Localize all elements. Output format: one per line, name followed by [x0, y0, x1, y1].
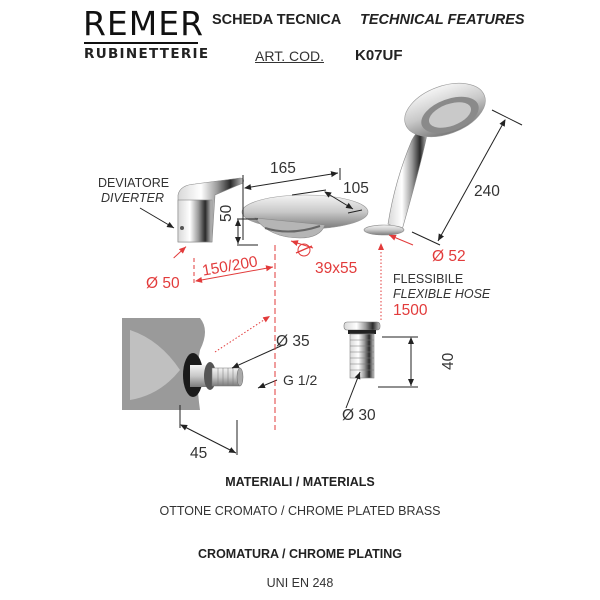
dim-holder-diameter: Ø 30 [342, 407, 376, 424]
hose-length: 1500 [393, 302, 428, 319]
dim-shower-length: 240 [474, 183, 500, 200]
article-code: K07UF [355, 47, 403, 64]
materials-value: OTTONE CROMATO / CHROME PLATED BRASS [159, 504, 441, 518]
dim-spout-depth: 105 [343, 180, 369, 197]
plating-value: UNI EN 248 [266, 576, 334, 590]
brand-subtitle: RUBINETTERIE [84, 46, 210, 62]
spout-image [241, 194, 369, 239]
hose-label-en: FLEXIBLE HOSE [393, 287, 491, 301]
dim-shower-base: Ø 52 [432, 248, 466, 265]
dim-hole-size: 39x55 [315, 260, 358, 277]
hose-label-it: FLESSIBILE [393, 272, 464, 286]
diverter-label-en: DIVERTER [101, 191, 164, 205]
art-cod-label: ART. COD. [255, 48, 324, 64]
dim-flange-diameter: Ø 35 [276, 333, 310, 350]
diverter-label-it: DEVIATORE [98, 176, 170, 190]
title-english: TECHNICAL FEATURES [360, 12, 525, 28]
materials-heading: MATERIALI / MATERIALS [225, 475, 375, 489]
hose-holder-image [343, 321, 381, 379]
hand-shower-image [363, 82, 486, 236]
dim-diverter-diameter: Ø 50 [146, 275, 180, 292]
shank-detail-image [122, 318, 244, 410]
brand-logo: REMER [83, 4, 205, 43]
title-italian: SCHEDA TECNICA [212, 12, 342, 28]
plating-heading: CROMATURA / CHROME PLATING [198, 547, 402, 561]
dim-spout-height: 50 [218, 204, 235, 222]
dim-holder-height: 40 [440, 352, 457, 370]
brand-divider [84, 42, 198, 44]
dim-spout-width: 165 [270, 160, 296, 177]
dim-shank-length: 45 [190, 445, 208, 462]
dim-thread: G 1/2 [283, 372, 318, 388]
